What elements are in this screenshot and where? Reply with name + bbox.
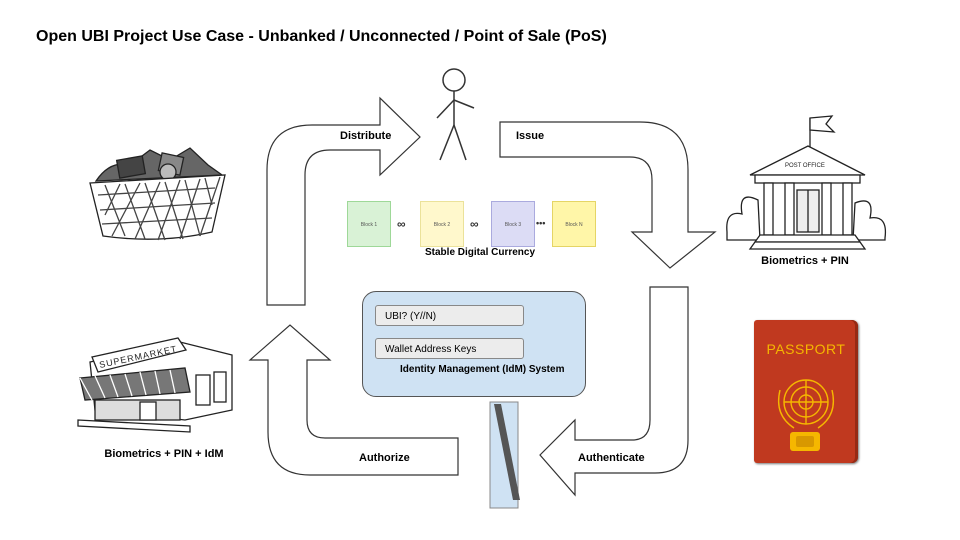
block-2: Block 2 bbox=[420, 201, 464, 247]
block-1-label: Block 1 bbox=[360, 222, 378, 228]
issue-label: Issue bbox=[516, 130, 545, 142]
card-reader-icon bbox=[489, 401, 520, 509]
supermarket-caption: Biometrics + PIN + IdM bbox=[104, 448, 223, 460]
page-title: Open UBI Project Use Case - Unbanked / U… bbox=[36, 28, 607, 45]
idm-system-box: UBI? (Y//N) Wallet Address Keys Identity… bbox=[362, 291, 586, 397]
post-office-caption: Biometrics + PIN bbox=[761, 255, 849, 267]
chain-link-icon: ∞ bbox=[397, 217, 406, 231]
post-office-icon: POST OFFICE bbox=[726, 115, 887, 250]
passport-text: PASSPORT bbox=[766, 341, 846, 357]
blockchain-label: Stable Digital Currency bbox=[425, 247, 536, 258]
block-n-label: Block N bbox=[565, 222, 583, 228]
post-office-sign: POST OFFICE bbox=[785, 163, 825, 169]
distribute-arrow bbox=[266, 96, 421, 306]
block-3-label: Block 3 bbox=[504, 222, 522, 228]
ubi-eligibility-field: UBI? (Y//N) bbox=[375, 305, 524, 326]
authenticate-label: Authenticate bbox=[578, 452, 645, 464]
supermarket-icon: SUPERMARKET bbox=[77, 337, 233, 433]
wallet-address-keys-field: Wallet Address Keys bbox=[375, 338, 524, 359]
block-ellipsis: ••• bbox=[536, 218, 546, 228]
authorize-label: Authorize bbox=[359, 452, 410, 464]
block-3: Block 3 bbox=[491, 201, 535, 247]
authenticate-arrow bbox=[539, 286, 689, 497]
shopping-basket-icon bbox=[89, 147, 226, 241]
block-n: Block N bbox=[552, 201, 596, 247]
passport-icon: PASSPORT bbox=[754, 320, 858, 463]
distribute-label: Distribute bbox=[340, 130, 392, 142]
chain-link-icon: ∞ bbox=[470, 217, 479, 231]
block-1: Block 1 bbox=[347, 201, 391, 247]
idm-system-label: Identity Management (IdM) System bbox=[400, 364, 565, 375]
passport-emblem bbox=[777, 379, 835, 451]
issue-arrow bbox=[499, 121, 717, 269]
authorize-arrow bbox=[248, 324, 459, 476]
person-icon bbox=[436, 68, 475, 161]
block-2-label: Block 2 bbox=[433, 222, 451, 228]
